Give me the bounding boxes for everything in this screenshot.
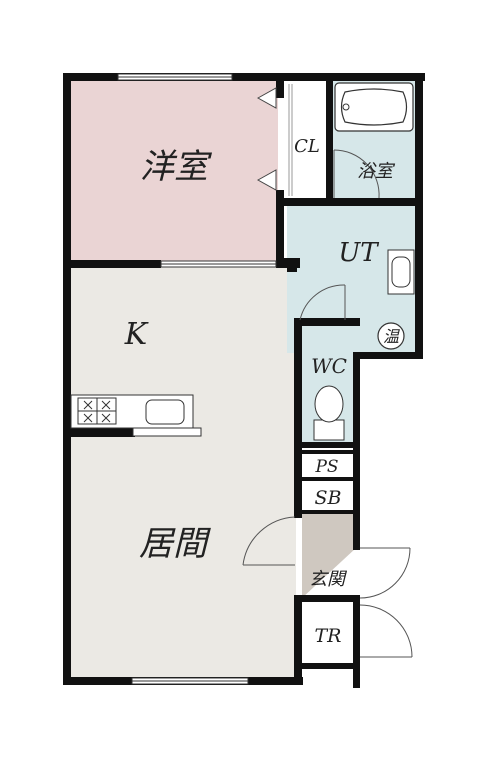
walls	[63, 73, 425, 688]
bathtub-icon	[334, 82, 414, 132]
closet-door-icon	[256, 87, 277, 109]
western-room-floor	[70, 80, 278, 263]
closet-label: CL	[294, 136, 320, 157]
closet-door-icon	[256, 169, 277, 191]
toilet-label: WC	[311, 354, 347, 378]
windows	[117, 73, 277, 685]
entrance-floor	[302, 513, 356, 598]
trunk-room-label: TR	[315, 625, 342, 647]
pipe-space-label: PS	[314, 457, 338, 477]
bathroom-label: 浴室	[357, 161, 396, 182]
western-room-label: 洋室	[140, 147, 213, 187]
entrance-label: 玄関	[309, 569, 348, 590]
tr-door-icon	[359, 604, 413, 658]
water-heater-label: 温	[383, 327, 400, 346]
living-room-label: 居間	[139, 524, 211, 564]
living-door-icon	[242, 516, 296, 566]
bath-door-icon	[333, 149, 380, 199]
stove-icon	[77, 397, 117, 425]
closet	[256, 81, 325, 197]
ut-door-icon	[299, 284, 346, 321]
sink-icon	[145, 399, 185, 425]
entrance-door-icon	[359, 547, 411, 599]
kitchen-label: K	[124, 317, 149, 352]
kitchen-counter	[70, 394, 202, 437]
washbasin-icon	[387, 249, 415, 295]
utility-label: UT	[338, 238, 379, 268]
toilet-icon	[313, 385, 345, 441]
water-heater-icon	[377, 322, 405, 350]
shoe-box-label: SB	[315, 487, 342, 509]
living-kitchen-floor	[70, 263, 296, 677]
